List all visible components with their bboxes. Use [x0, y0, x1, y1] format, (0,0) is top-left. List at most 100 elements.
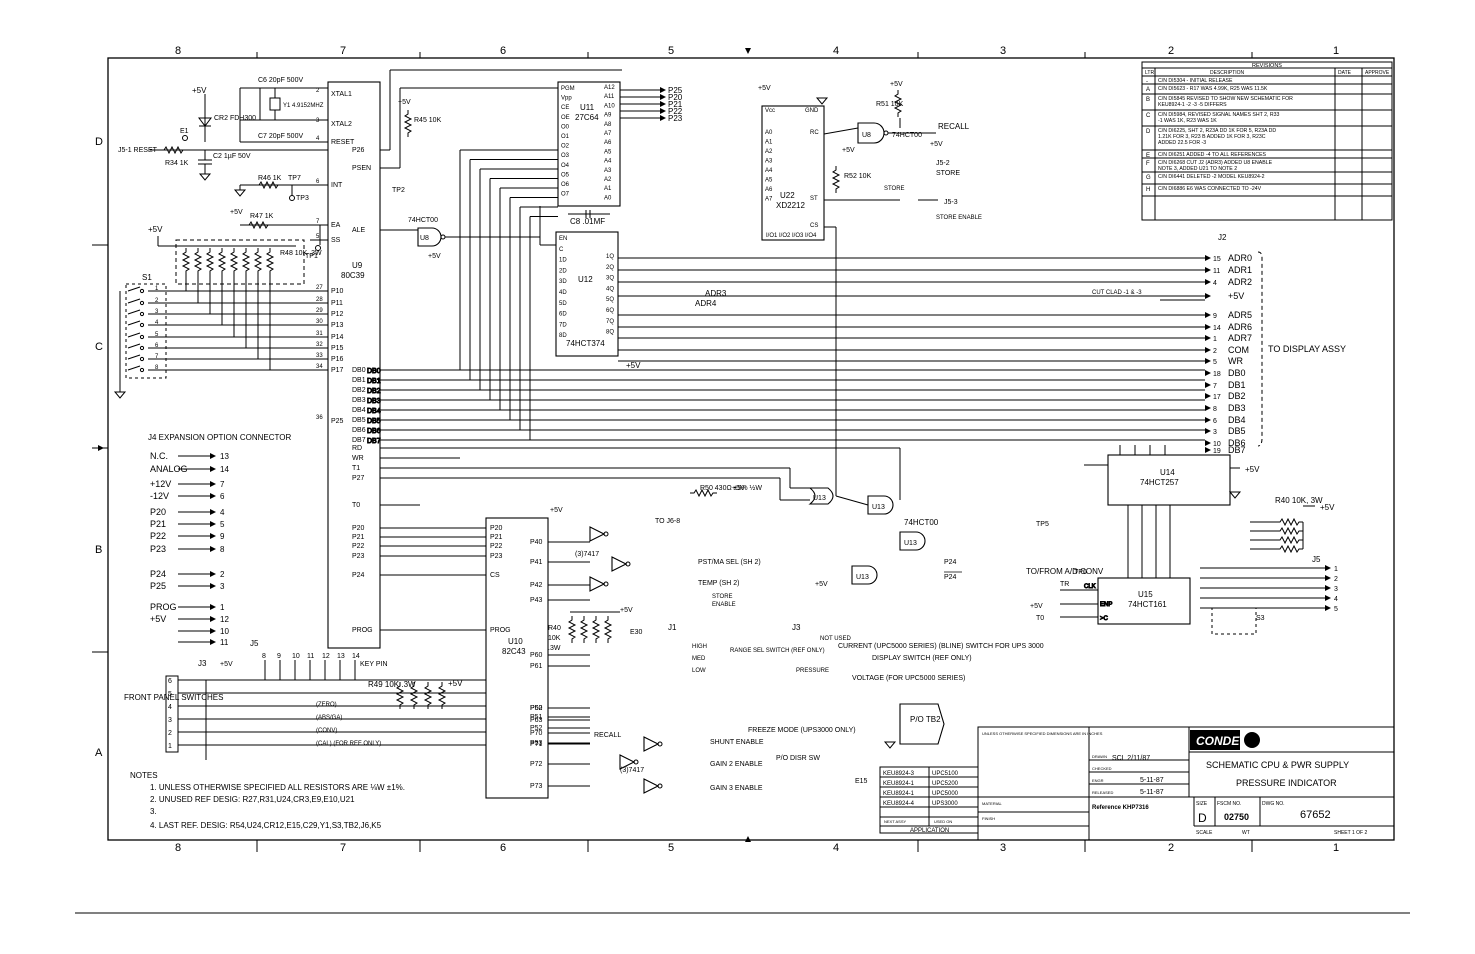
u10-ref: U10 [508, 637, 523, 646]
s3-label: S3 [1256, 615, 1265, 622]
tb2-label: P/O TB2 [910, 715, 941, 724]
j2-db3: DB3 [1228, 403, 1246, 413]
u10-pin-P50: P50 [530, 705, 543, 712]
u11-out-P20: P20 [668, 93, 683, 102]
display-switch-label: DISPLAY SWITCH (REF ONLY) [872, 655, 972, 662]
zone-bottom-7: 7 [340, 842, 346, 854]
e1-label: E1 [180, 128, 189, 135]
rev-desc-1: C/N DI5623 - R17 WAS 4.99K, R25 WAS 11.5… [1158, 86, 1268, 92]
zone-top-4: 4 [833, 45, 839, 57]
u11-eprom [557, 81, 621, 207]
j3-pin-num: 6 [168, 678, 172, 685]
u8-part-b: 74HCT00 [892, 132, 922, 139]
notes-block: NOTES 1. UNLESS OTHERWISE SPECIFIED ALL … [130, 771, 405, 830]
arrow-icon [210, 466, 216, 472]
u9-pin-DB6: DB6 [352, 427, 366, 434]
c8-label: C8 .01MF [570, 217, 605, 226]
u11-pin-A0: A0 [604, 195, 612, 201]
s1-pin-num: 3 [155, 309, 159, 315]
label-5v-s1: +5V [148, 225, 163, 234]
rev-desc-2: KEU8924-1 -2 -3 -5 DIFFERS [1158, 102, 1227, 108]
u9-pin-P27: P27 [352, 475, 365, 482]
u22-pin-A6: A6 [765, 187, 773, 193]
s3-switch [1211, 607, 1257, 635]
note-4: 4. LAST REF. DESIG: R54,U24,CR12,E15,C29… [150, 821, 382, 830]
u22-pin-A3: A3 [765, 159, 773, 165]
note-3: 3. [150, 807, 157, 816]
u13-ref-a: U13 [813, 495, 826, 502]
label-5v-j3: +5V [220, 661, 233, 668]
label-5v-u22: +5V [758, 85, 771, 92]
fscm-value: 02750 [1224, 812, 1249, 822]
j2-adr2: ADR2 [1228, 277, 1252, 287]
r40-resistor [1275, 527, 1304, 535]
tp3-label: TP3 [296, 195, 309, 202]
u9-pinnum: 30 [316, 319, 323, 325]
u11-out-P23: P23 [668, 114, 683, 123]
arrow-icon [210, 521, 216, 527]
db-label: DB2 [367, 388, 381, 395]
u22-eeprom [761, 105, 825, 241]
arrow-icon [1205, 347, 1211, 353]
u9-pin-PROG: PROG [352, 627, 373, 634]
u10-pin-P63: P63 [530, 717, 543, 724]
cr2-label: CR2 FDH300 [214, 115, 256, 122]
u13-gates [808, 487, 926, 585]
u11-pin-O3: O3 [561, 153, 570, 159]
r49-label: R49 10K .3W [368, 680, 416, 689]
reference-label: Reference KHP7316 [1092, 805, 1149, 811]
revisions-title: REVISIONS [1252, 63, 1282, 69]
j5-pin-num: 11 [307, 653, 314, 660]
u10-pin-P40: P40 [530, 539, 543, 546]
u11-pin-A5: A5 [604, 149, 612, 155]
arrow-icon [660, 108, 666, 114]
j2-db4: DB4 [1228, 415, 1246, 425]
switch-lever [127, 298, 141, 304]
j5-3-label: J5-3 [944, 199, 958, 206]
wire [835, 495, 869, 506]
freeze-label: FREEZE MODE (UPS3000 ONLY) [748, 727, 856, 734]
u9-pinnum: 7 [316, 219, 320, 225]
j4-pin-num: 11 [220, 638, 229, 647]
wire [823, 127, 859, 135]
dwg-label: DWG NO. [1262, 801, 1285, 807]
u22-pin-io: I/O1 I/O2 I/O3 I/O4 [766, 233, 817, 239]
j4-pin-num: 5 [220, 520, 225, 529]
front-panel-label: FRONT PANEL SWITCHES [124, 693, 223, 702]
store-enable-label-b: ENABLE [712, 602, 736, 608]
u9-pinnum: 36 [316, 415, 323, 421]
switch-lever [127, 343, 141, 349]
condec-logo-bg [1190, 730, 1240, 750]
s1-label: S1 [142, 273, 152, 282]
application-label: APPLICATION [910, 828, 949, 834]
arrow-icon [1205, 393, 1211, 399]
label-5v-r50: +5V [732, 485, 745, 492]
u10-pin-P41: P41 [530, 559, 543, 566]
app-next-assy: KEU8924-1 [883, 781, 915, 787]
zone-top-5: 5 [668, 45, 674, 57]
u11-pin-CE: CE [561, 105, 569, 111]
store-label: STORE [936, 170, 960, 177]
arrow-icon [210, 571, 216, 577]
label-5v-u8b: +5V [930, 141, 943, 148]
r48-resistor [254, 247, 262, 276]
u12-pin-4Q: 4Q [606, 286, 614, 292]
switch-lever [127, 309, 141, 315]
j4-pin-num: 3 [220, 582, 225, 591]
u10-pin-PROG: PROG [490, 627, 511, 634]
conv-label: (CONV) [316, 728, 337, 734]
sheet-border [107, 57, 1395, 841]
u15-pin-clk: CLK [1084, 584, 1096, 590]
r34-label: R34 1K [165, 160, 189, 167]
j4-pin-num: 10 [220, 627, 229, 636]
u10-pin-P70: P70 [530, 730, 543, 737]
arrow-icon [1205, 312, 1211, 318]
not-used-label: NOT USED [820, 636, 852, 642]
gain2-label: GAIN 2 ENABLE [710, 761, 763, 768]
label-5v-u8: +5V [428, 253, 441, 260]
u11-pin-Vpp: Vpp [561, 96, 572, 102]
u10-pin-P71: P71 [530, 741, 543, 748]
switch-lever [127, 332, 141, 338]
r40-label: R40 10K, 3W [1275, 496, 1323, 505]
